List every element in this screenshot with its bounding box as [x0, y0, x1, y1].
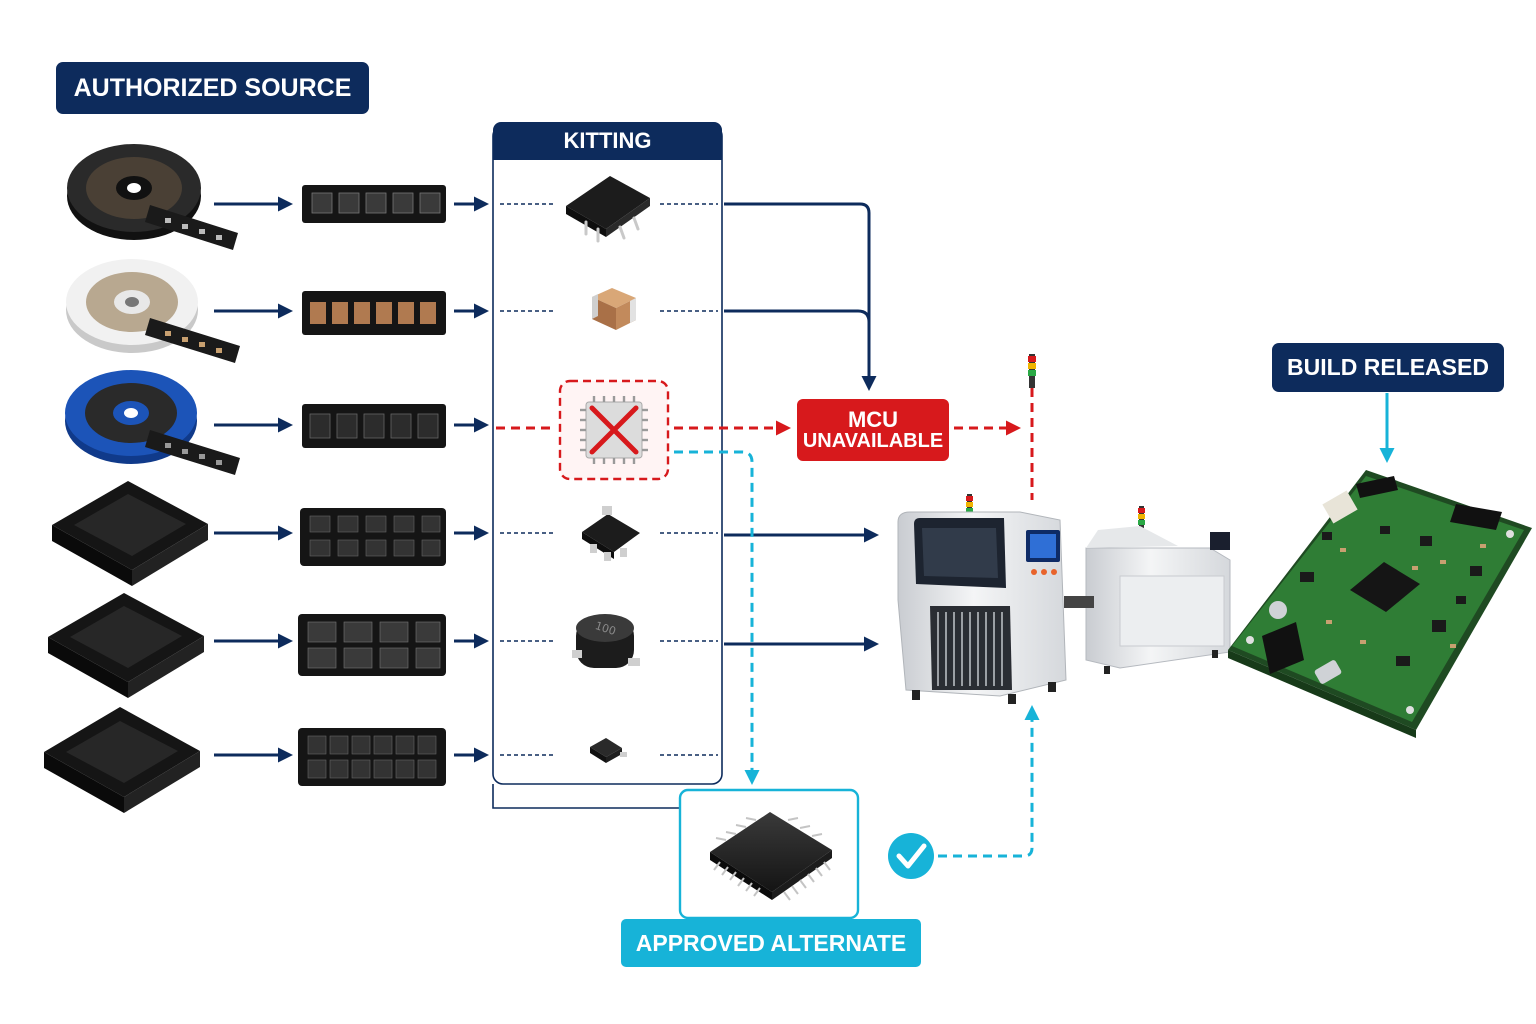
inductor-marking: 100 [593, 619, 617, 638]
check-circle-icon [888, 833, 934, 879]
alternate-route [674, 450, 1040, 858]
signal-tower-left [966, 494, 973, 518]
unavailable-mcu [558, 379, 670, 481]
kitting-to-machine-routes [724, 202, 879, 652]
small-diode [590, 738, 627, 763]
tray-source-1 [52, 481, 208, 586]
pcb-header-bottom [1262, 622, 1304, 674]
tape-strip-3 [302, 404, 446, 448]
authorized-source-label: AUTHORIZED SOURCE [56, 62, 369, 114]
kitting-label: KITTING [493, 122, 722, 160]
build-released-label: BUILD RELEASED [1272, 343, 1504, 392]
feed-arrows [214, 196, 489, 763]
reel-blue [65, 370, 240, 475]
tray-strip-6 [298, 728, 446, 786]
pcb-usb-connector [1314, 660, 1342, 684]
tray-strip-5 [298, 614, 446, 676]
pcb-mcu [1350, 562, 1420, 612]
pcb-header-top-left [1356, 476, 1398, 498]
pcb-white-connector [1322, 490, 1358, 524]
pcb-header-top-right [1450, 504, 1502, 530]
pick-and-place-machine [897, 354, 1231, 704]
signal-tower-main [1028, 354, 1036, 388]
kitting-dotted-connectors [500, 203, 718, 756]
chip-capacitor [592, 288, 636, 330]
unavailable-route [496, 388, 1034, 500]
red-x-icon [589, 405, 639, 455]
power-inductor: 100 [572, 614, 640, 668]
mcu-status-line2: UNAVAILABLE [802, 430, 944, 453]
reel-white [66, 259, 240, 363]
tape-strip-1 [302, 185, 446, 223]
approved-alternate-box [678, 788, 860, 920]
alternate-mcu-qfp [710, 812, 832, 901]
approved-alternate-label: APPROVED ALTERNATE [621, 919, 921, 967]
signal-tower-right [1138, 506, 1145, 528]
tape-strip-2 [302, 291, 446, 335]
tray-source-2 [48, 593, 204, 698]
tray-source-3 [44, 707, 200, 813]
kitting-frame-extension [492, 784, 680, 809]
route-row-1 [724, 202, 877, 391]
route-row-2 [724, 309, 871, 350]
tray-strip-4 [300, 508, 446, 566]
oven-monitor [1210, 532, 1230, 550]
soic-8-ic [566, 176, 650, 243]
sot-223-transistor [582, 506, 640, 561]
reel-black [67, 144, 238, 250]
mcu-status-line1: MCU [847, 406, 899, 432]
mcu-unavailable-badge: MCU UNAVAILABLE [797, 399, 949, 461]
assembled-pcb [1228, 470, 1532, 738]
pcb-capacitor [1269, 601, 1287, 619]
